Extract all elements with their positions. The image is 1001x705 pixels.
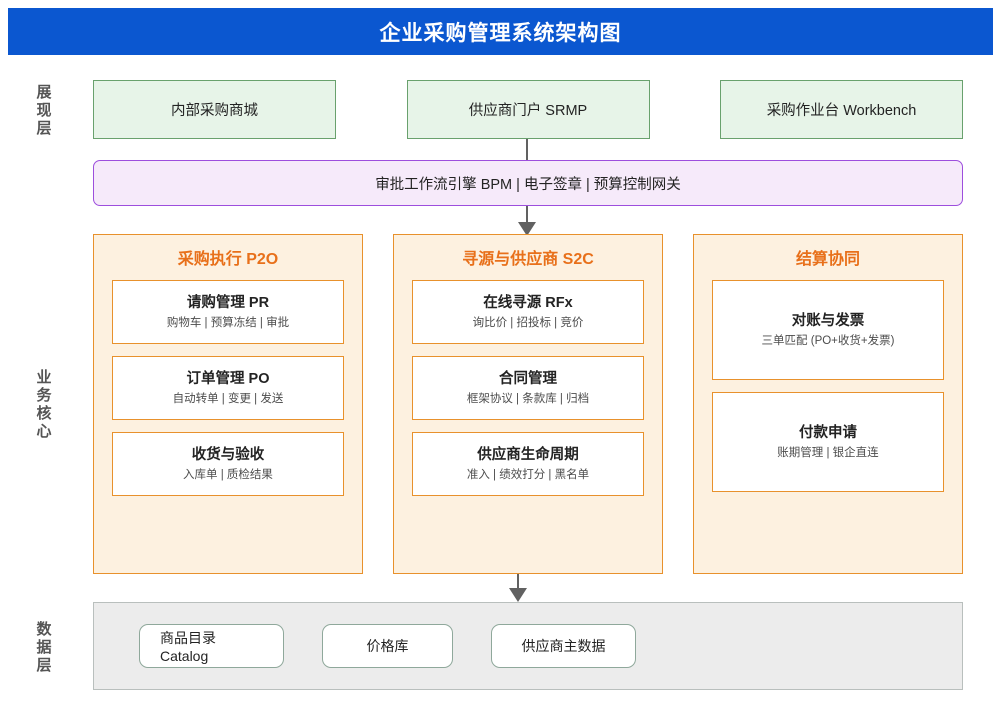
- core-column-p2o: 采购执行 P2O 请购管理 PR 购物车 | 预算冻结 | 审批 订单管理 PO…: [93, 234, 363, 574]
- core-card-reconciliation-title: 对账与发票: [791, 312, 865, 329]
- page-title: 企业采购管理系统架构图: [379, 21, 622, 45]
- core-card-payment-request-sub: 账期管理 | 银企直连: [777, 446, 879, 459]
- core-card-supplier-lifecycle-sub: 准入 | 绩效打分 | 黑名单: [466, 468, 590, 481]
- connector-bpm-to-s2c: [526, 206, 528, 226]
- presentation-box-srmp[interactable]: 供应商门户 SRMP: [406, 80, 650, 139]
- core-column-s2c-title: 寻源与供应商 S2C: [462, 251, 594, 268]
- core-card-rfx[interactable]: 在线寻源 RFx 询比价 | 招投标 | 竞价: [412, 280, 644, 344]
- core-card-payment-request-title: 付款申请: [799, 424, 857, 441]
- layer-label-core-text: 业务核心: [34, 369, 52, 441]
- core-card-po-title: 订单管理 PO: [186, 370, 270, 387]
- connector-s2c-to-data: [517, 574, 519, 592]
- core-column-p2o-title: 采购执行 P2O: [177, 251, 279, 268]
- core-card-contract-title: 合同管理: [499, 370, 557, 387]
- core-card-po[interactable]: 订单管理 PO 自动转单 | 变更 | 发送: [112, 356, 344, 420]
- core-column-settlement-title: 结算协同: [795, 251, 860, 268]
- layer-label-presentation: 展现层: [0, 78, 86, 144]
- data-layer-band: 商品目录 Catalog 价格库 供应商主数据: [93, 602, 963, 690]
- arrow-down-icon-s2c-to-data: [509, 588, 527, 602]
- presentation-box-mall[interactable]: 内部采购商城: [93, 80, 336, 139]
- core-column-settlement: 结算协同 对账与发票 三单匹配 (PO+收货+发票) 付款申请 账期管理 | 银…: [693, 234, 963, 574]
- core-card-payment-request[interactable]: 付款申请 账期管理 | 银企直连: [712, 392, 944, 492]
- core-card-reconciliation-sub: 三单匹配 (PO+收货+发票): [761, 334, 895, 347]
- page-title-bar: 企业采购管理系统架构图: [8, 8, 993, 55]
- core-card-supplier-lifecycle-title: 供应商生命周期: [477, 446, 579, 463]
- core-card-reconciliation[interactable]: 对账与发票 三单匹配 (PO+收货+发票): [712, 280, 944, 380]
- data-box-supplier-master-data[interactable]: 供应商主数据: [491, 624, 636, 668]
- presentation-box-workbench[interactable]: 采购作业台 Workbench: [720, 80, 963, 139]
- core-card-receiving-title: 收货与验收: [191, 446, 265, 463]
- core-card-pr-sub: 购物车 | 预算冻结 | 审批: [166, 316, 290, 329]
- core-card-contract[interactable]: 合同管理 框架协议 | 条款库 | 归档: [412, 356, 644, 420]
- arrow-down-icon-bpm-to-s2c: [518, 222, 536, 236]
- core-card-contract-sub: 框架协议 | 条款库 | 归档: [466, 392, 590, 405]
- connector-srmp-to-bpm: [526, 139, 528, 160]
- core-column-s2c: 寻源与供应商 S2C 在线寻源 RFx 询比价 | 招投标 | 竞价 合同管理 …: [393, 234, 663, 574]
- middleware-band[interactable]: 审批工作流引擎 BPM | 电子签章 | 预算控制网关: [93, 160, 963, 206]
- presentation-layer-row: 内部采购商城 供应商门户 SRMP 采购作业台 Workbench: [93, 80, 963, 139]
- core-card-rfx-sub: 询比价 | 招投标 | 竞价: [472, 316, 584, 329]
- core-card-po-sub: 自动转单 | 变更 | 发送: [172, 392, 284, 405]
- layer-label-data-text: 数据层: [34, 621, 52, 675]
- core-card-pr[interactable]: 请购管理 PR 购物车 | 预算冻结 | 审批: [112, 280, 344, 344]
- core-card-receiving[interactable]: 收货与验收 入库单 | 质检结果: [112, 432, 344, 496]
- layer-label-core: 业务核心: [0, 355, 86, 455]
- core-card-supplier-lifecycle[interactable]: 供应商生命周期 准入 | 绩效打分 | 黑名单: [412, 432, 644, 496]
- core-card-pr-title: 请购管理 PR: [186, 294, 270, 311]
- layer-label-data: 数据层: [0, 615, 86, 681]
- data-box-price-library[interactable]: 价格库: [322, 624, 453, 668]
- data-box-catalog[interactable]: 商品目录 Catalog: [139, 624, 284, 668]
- layer-label-presentation-text: 展现层: [34, 84, 52, 138]
- core-business-row: 采购执行 P2O 请购管理 PR 购物车 | 预算冻结 | 审批 订单管理 PO…: [93, 234, 963, 574]
- core-card-rfx-title: 在线寻源 RFx: [483, 294, 573, 311]
- core-card-receiving-sub: 入库单 | 质检结果: [183, 468, 273, 481]
